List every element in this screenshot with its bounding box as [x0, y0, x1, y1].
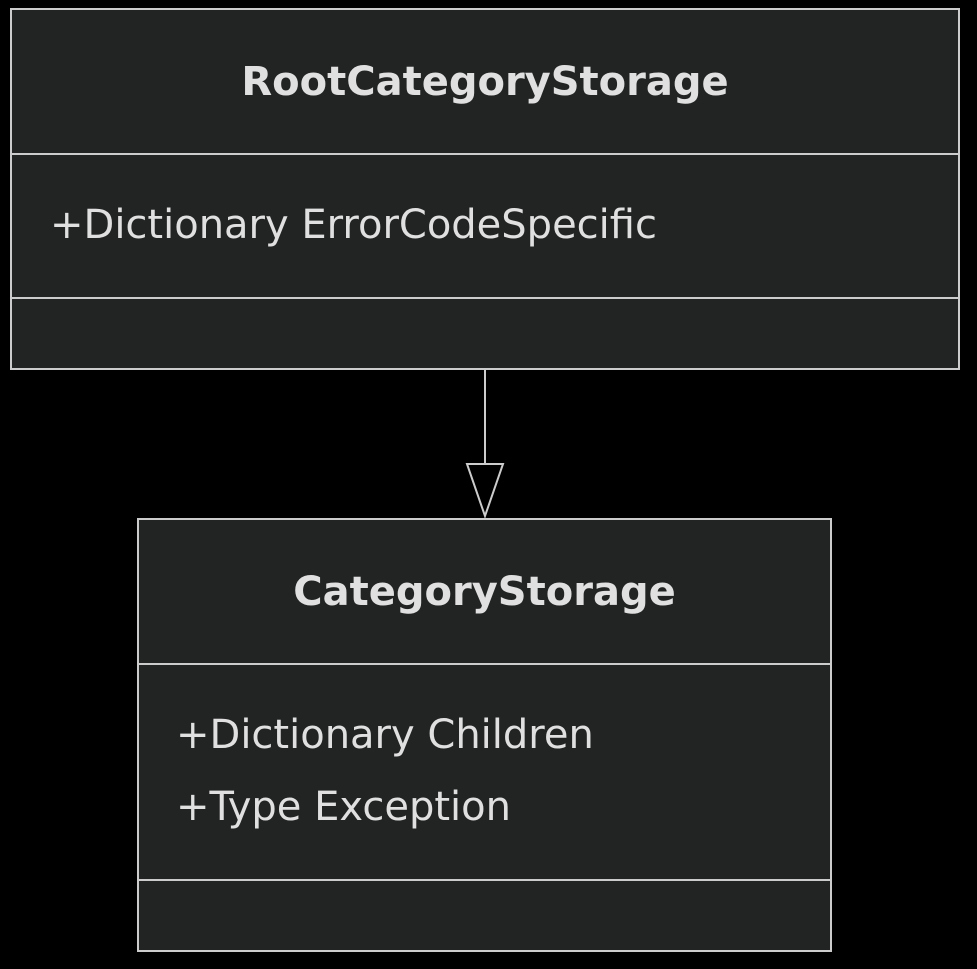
- class-box-category-storage[interactable]: CategoryStorage +Dictionary Children +Ty…: [137, 518, 832, 952]
- class-attribute: +Dictionary ErrorCodeSpecific: [50, 202, 657, 248]
- class-box-root-category-storage[interactable]: RootCategoryStorage +Dictionary ErrorCod…: [10, 8, 960, 370]
- class-attributes: +Dictionary Children +Type Exception: [139, 665, 830, 881]
- class-attribute: +Dictionary Children: [176, 712, 594, 758]
- class-methods: [139, 881, 830, 950]
- class-attribute: +Type Exception: [176, 784, 511, 830]
- class-attributes: +Dictionary ErrorCodeSpecific: [12, 155, 958, 299]
- class-title: CategoryStorage: [139, 520, 830, 665]
- class-title: RootCategoryStorage: [12, 10, 958, 155]
- class-methods: [12, 299, 958, 368]
- inheritance-arrowhead: [465, 463, 505, 520]
